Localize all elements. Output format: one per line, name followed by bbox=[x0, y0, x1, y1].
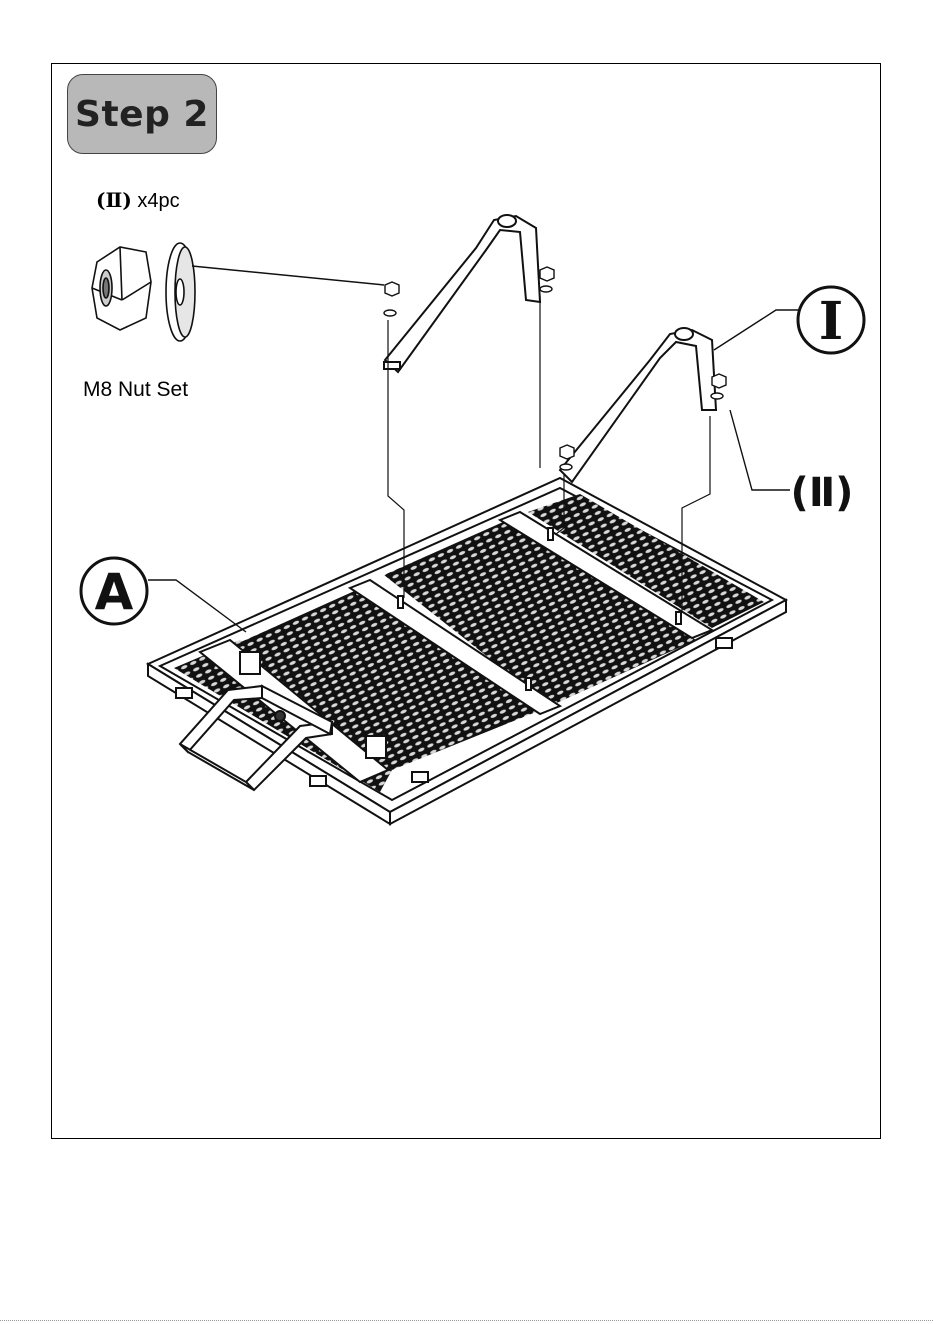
callout-i-label: Ⅰ bbox=[819, 291, 843, 352]
support-tube-front bbox=[560, 328, 716, 482]
page-bottom-edge bbox=[0, 1320, 933, 1323]
parts-leader-line bbox=[192, 266, 384, 285]
callout-a-label: A bbox=[95, 563, 134, 621]
callout-a: A bbox=[81, 558, 147, 624]
washer-icon bbox=[166, 243, 195, 341]
support-tube-back bbox=[384, 215, 540, 372]
hex-nut-icon bbox=[92, 247, 151, 330]
tray-frame bbox=[148, 478, 786, 824]
callout-i: Ⅰ bbox=[798, 287, 864, 353]
callout-ii-label: (Ⅱ) bbox=[791, 470, 854, 516]
